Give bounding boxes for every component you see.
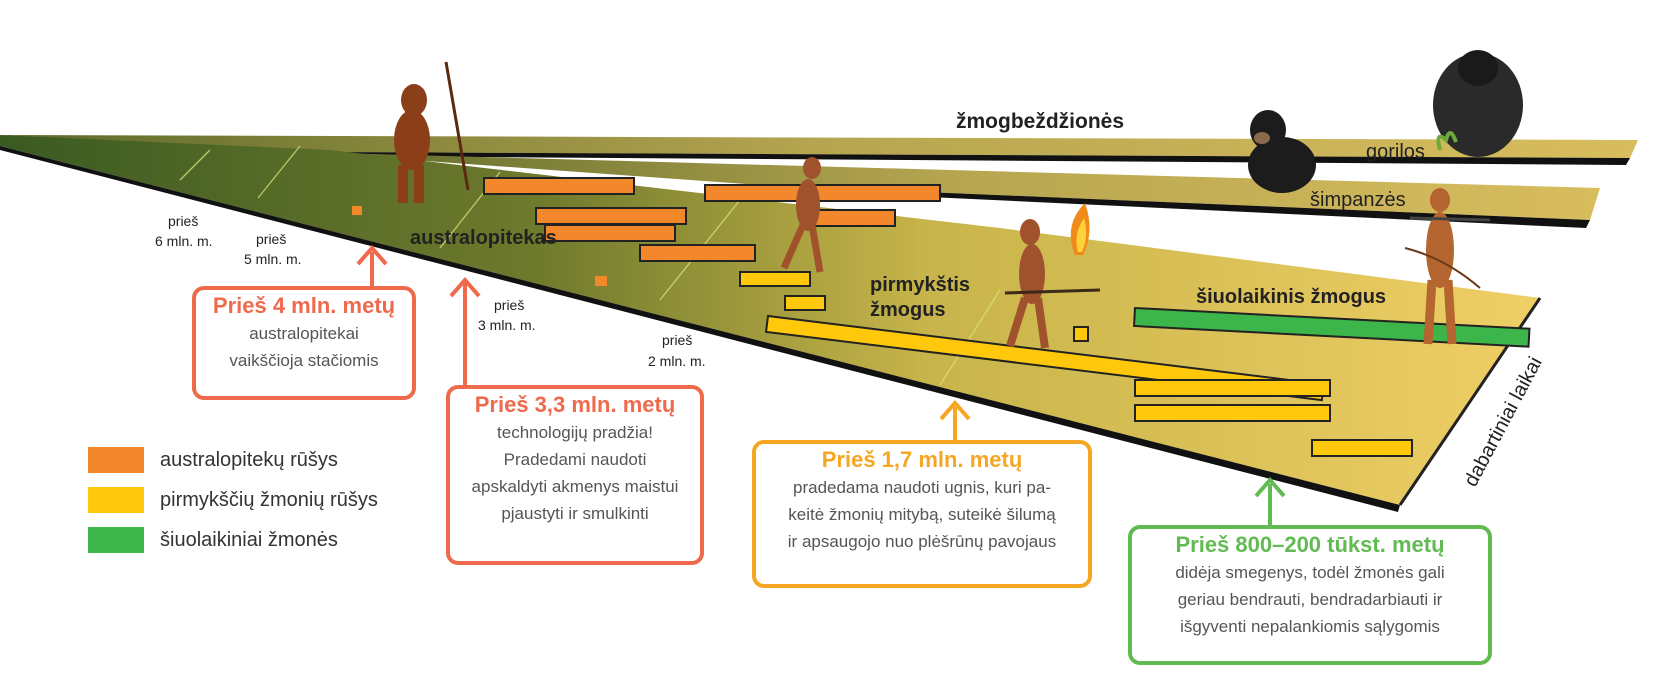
callout-line: australopitekai [249, 324, 359, 343]
callout-arrow [356, 244, 388, 288]
svg-text:3 mln. m.: 3 mln. m. [478, 317, 536, 333]
time-mark: prieš 6 mln. m. [155, 213, 213, 249]
svg-text:6 mln. m.: 6 mln. m. [155, 233, 213, 249]
svg-text:prieš: prieš [256, 231, 286, 247]
species-bar [1134, 404, 1331, 422]
svg-text:prieš: prieš [168, 213, 198, 229]
callout-line: technologijų pradžia! [497, 423, 653, 442]
species-bar [544, 224, 676, 242]
callout-line: pjaustyti ir smulkinti [501, 504, 649, 523]
apes-label: žmogbeždžionės [956, 110, 1124, 133]
walking-hominid-icon [780, 157, 824, 273]
callout-title: Prieš 1,7 mln. metų [821, 447, 1023, 472]
species-bar [1073, 326, 1089, 342]
callout-4mya: Prieš 4 mln. metų australopitekai vaikšč… [192, 286, 416, 400]
species-bar [784, 295, 826, 311]
svg-text:5 mln. m.: 5 mln. m. [244, 251, 302, 267]
human-platform-edge [0, 146, 1400, 512]
callout-line: vaikščioja stačiomis [229, 351, 379, 370]
callout-3-3mya: Prieš 3,3 mln. metų technologijų pradžia… [446, 385, 704, 565]
chimpanzee-icon [1248, 110, 1316, 193]
chimp-branch-edge [760, 185, 1590, 228]
species-bar [739, 271, 811, 287]
chimp-branch [300, 152, 1600, 220]
time-mark: prieš 3 mln. m. [478, 297, 536, 333]
legend-item: australopitekų rūšys [88, 440, 378, 480]
primitive-bars [739, 271, 1413, 457]
species-bar [809, 209, 896, 227]
australopithecine-bars [352, 177, 941, 286]
legend-label: australopitekų rūšys [160, 448, 338, 471]
species-bar [704, 184, 941, 202]
gorilla-icon [1433, 50, 1523, 157]
legend-label: šiuolaikiniai žmonės [160, 528, 338, 551]
species-bar [595, 276, 607, 286]
callout-line: didėja smegenys, todėl žmonės gali [1175, 563, 1445, 582]
svg-text:2 mln. m.: 2 mln. m. [648, 353, 706, 369]
legend-item: šiuolaikiniai žmonės [88, 520, 378, 560]
species-bar [1311, 439, 1413, 457]
legend-swatch-primitive [88, 487, 144, 513]
time-mark: prieš 2 mln. m. [648, 332, 706, 369]
callout-line: Pradedami naudoti [503, 450, 647, 469]
gorillas-label: gorilos [1366, 141, 1425, 163]
legend-label: pirmykščių žmonių rūšys [160, 488, 378, 511]
callout-line: keitė žmonių mitybą, suteikė šilumą [788, 505, 1056, 524]
australopithecus-label: australopitekas [410, 227, 557, 249]
primitive-human-label-1: pirmykštis [870, 274, 970, 296]
svg-text:prieš: prieš [662, 332, 692, 348]
callout-title: Prieš 800–200 tūkst. metų [1175, 532, 1445, 557]
callout-line: apskaldyti akmenys maistui [471, 477, 679, 496]
chimps-label: šimpanzės [1310, 189, 1406, 211]
species-bar [639, 244, 756, 262]
species-bar [483, 177, 635, 195]
callout-arrow [1254, 476, 1286, 525]
time-mark: prieš 5 mln. m. [244, 231, 302, 267]
legend-item: pirmykščių žmonių rūšys [88, 480, 378, 520]
legend-swatch-modern [88, 527, 144, 553]
callout-800-200kya: Prieš 800–200 tūkst. metų didėja smegeny… [1128, 525, 1492, 665]
modern-human-label: šiuolaikinis žmogus [1196, 286, 1386, 308]
legend: australopitekų rūšys pirmykščių žmonių r… [88, 440, 378, 560]
callout-arrow [939, 399, 971, 440]
legend-swatch-australopithecus [88, 447, 144, 473]
species-bar [1134, 379, 1331, 397]
fire-bearing-human-icon [1004, 203, 1101, 349]
callout-title: Prieš 3,3 mln. metų [474, 392, 676, 417]
callout-line: pradedama naudoti ugnis, kuri pa- [793, 478, 1051, 497]
callout-line: geriau bendrauti, bendradarbiauti ir [1177, 590, 1443, 609]
species-bar [352, 206, 362, 215]
australopithecus-figure-icon [394, 61, 470, 203]
callout-1-7mya: Prieš 1,7 mln. metų pradedama naudoti ug… [752, 440, 1092, 588]
species-bar [535, 207, 687, 225]
callout-arrow [449, 276, 481, 385]
callout-line: išgyventi nepalankiomis sąlygomis [1180, 617, 1440, 636]
primitive-human-label-2: žmogus [870, 299, 946, 321]
modern-human-figure-icon [1404, 188, 1491, 345]
callout-title: Prieš 4 mln. metų [212, 293, 396, 318]
svg-text:prieš: prieš [494, 297, 524, 313]
callout-line: ir apsaugojo nuo plėšrūnų pavojaus [787, 532, 1057, 551]
